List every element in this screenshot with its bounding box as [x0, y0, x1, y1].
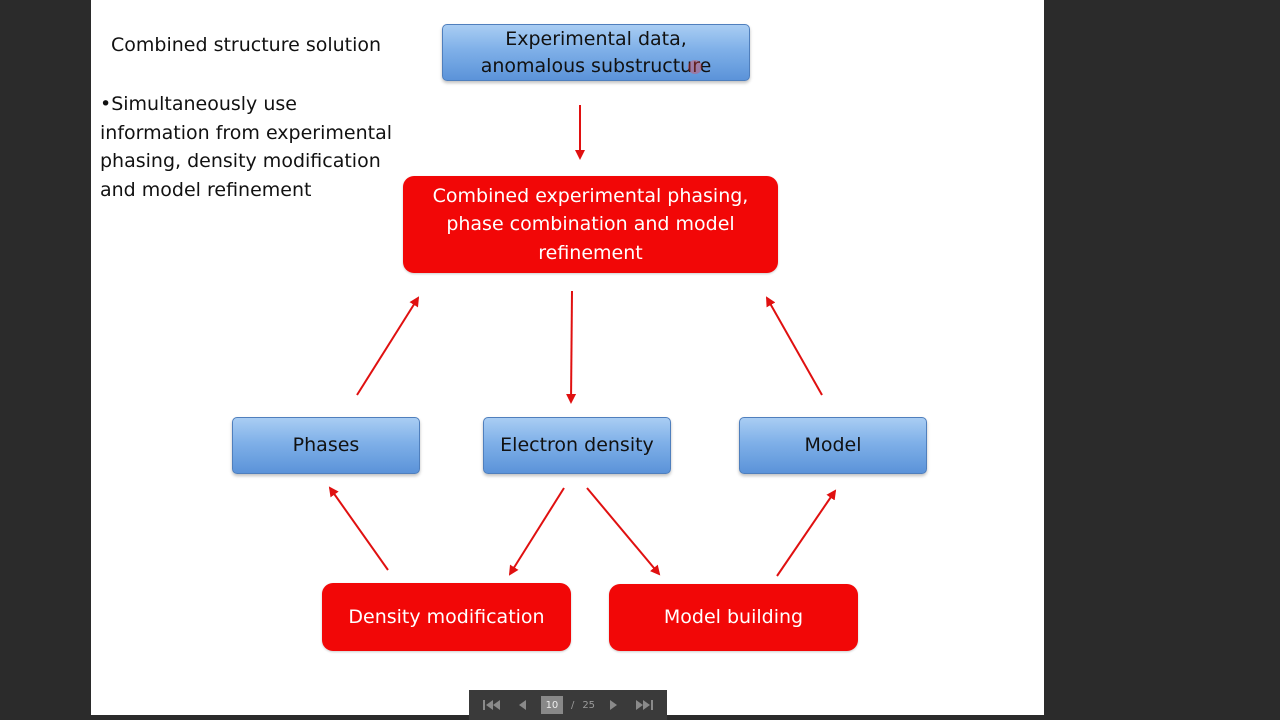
- total-pages: 25: [582, 699, 596, 711]
- current-page-number[interactable]: 10: [540, 696, 563, 714]
- diagram-arrows: [328, 105, 837, 577]
- last-page-icon[interactable]: [633, 694, 655, 716]
- node-electron-density-label: Electron density: [500, 434, 654, 456]
- node-electron-density: Electron density: [483, 417, 671, 474]
- node-experimental-data: Experimental data, anomalous substructur…: [442, 24, 750, 81]
- slide-title: Combined structure solution: [111, 34, 382, 56]
- arrow-density-to-modelbuilding: [586, 487, 661, 576]
- node-density-modification-label: Density modification: [348, 605, 545, 628]
- first-page-icon[interactable]: [481, 694, 503, 716]
- viewer-left-margin: [0, 0, 91, 720]
- bullet-text: •Simultaneously use information from exp…: [100, 93, 393, 201]
- node-model-building: Model building: [609, 584, 858, 651]
- slide: Combined structure solution •Simultaneou…: [91, 0, 1044, 715]
- page-separator: /: [570, 699, 575, 711]
- next-page-icon[interactable]: [603, 694, 625, 716]
- arrow-combined-to-density: [566, 290, 577, 404]
- node-model-building-label: Model building: [663, 606, 804, 629]
- previous-page-icon[interactable]: [511, 694, 533, 716]
- node-combined-phasing-label: Combined experimental phasing, phase com…: [432, 184, 749, 264]
- node-combined-phasing: Combined experimental phasing, phase com…: [403, 176, 778, 273]
- arrow-density-to-densmod: [508, 487, 565, 576]
- arrow-modelbuilding-to-model: [776, 489, 837, 577]
- node-model: Model: [739, 417, 927, 474]
- arrow-phases-to-combined: [356, 296, 420, 396]
- viewer-right-margin: [1044, 0, 1280, 720]
- node-phases: Phases: [232, 417, 420, 474]
- pointer-highlight: [688, 60, 702, 74]
- arrow-model-to-combined: [766, 296, 823, 396]
- node-model-label: Model: [804, 434, 862, 456]
- node-phases-label: Phases: [292, 434, 360, 456]
- node-density-modification: Density modification: [322, 583, 571, 651]
- page-navigation-bar: 10 / 25: [469, 690, 667, 720]
- node-experimental-data-label: Experimental data, anomalous substructur…: [480, 27, 712, 77]
- arrow-densmod-to-phases: [328, 486, 389, 571]
